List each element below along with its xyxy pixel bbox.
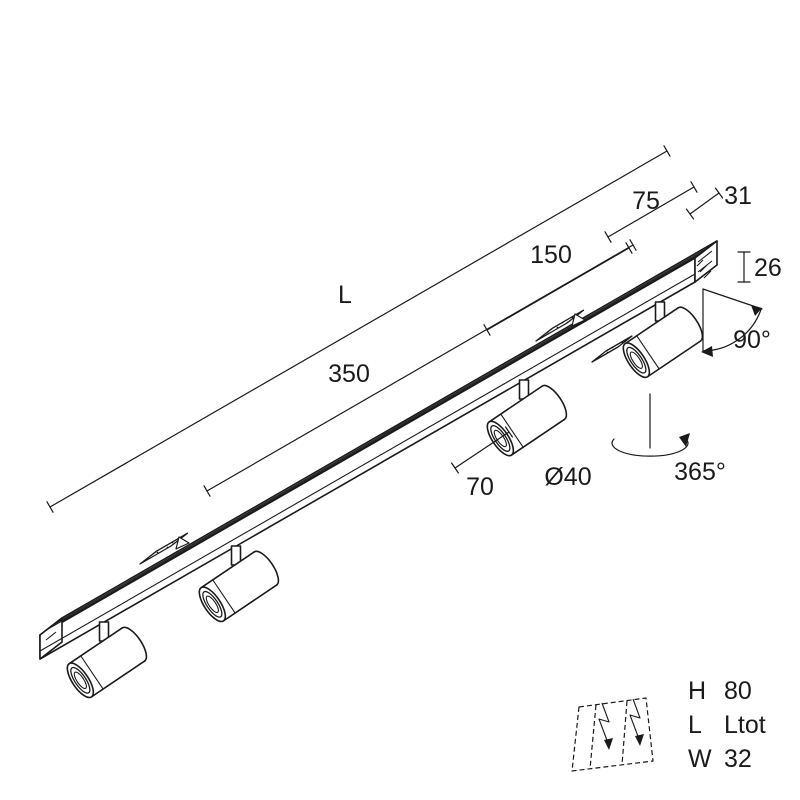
dimension-label-150: 150 (530, 241, 572, 269)
track-rail (39, 240, 718, 660)
dimensions: L 350 150 75 31 (46, 145, 782, 513)
dimension-label-26: 26 (754, 254, 782, 282)
spotlight (481, 379, 573, 461)
spotlights (61, 301, 709, 703)
dimension-label-L: L (338, 281, 352, 309)
driver-module (591, 335, 633, 363)
tilt-angle-indicator: 90° (701, 288, 771, 357)
dimension-150: 150 (483, 241, 633, 336)
legend-icon (571, 697, 654, 772)
legend: H 80 L Ltot W 32 (571, 677, 766, 773)
legend-profile-line (621, 700, 628, 766)
dimension-70: 70 (451, 426, 514, 501)
rotation-angle-indicator: 365° (611, 393, 726, 486)
connector-body (139, 532, 189, 565)
track-connector (535, 309, 586, 342)
dimension-label-70: 70 (466, 473, 494, 501)
connector-body (535, 309, 585, 342)
legend-zigzag-arrow-icon (629, 698, 641, 740)
legend-value-height: 80 (724, 677, 752, 705)
dimension-label-diameter: Ø40 (544, 463, 591, 491)
spotlight (61, 621, 153, 703)
dimension-diameter: Ø40 (544, 463, 591, 491)
legend-zigzag-arrowhead-icon (604, 738, 613, 750)
driver-module-body (591, 335, 633, 363)
dimension-label-31: 31 (724, 182, 752, 210)
dimension-31: 31 (685, 182, 752, 220)
dimension-26: 26 (737, 251, 782, 283)
legend-zigzag-arrow-icon (598, 702, 610, 744)
rail-end-profile-hatch (696, 250, 713, 279)
track-connectors (139, 309, 633, 565)
legend-value-width: 32 (724, 745, 752, 773)
rotation-angle-label: 365° (674, 458, 726, 486)
legend-profile-line (589, 704, 597, 770)
rail-left-end-detail (45, 631, 57, 641)
legend-key-length: L (688, 711, 702, 739)
spotlight (193, 545, 285, 627)
rotation-arrowhead-icon (679, 433, 690, 447)
tilt-arrowhead-icon (751, 305, 762, 316)
tilt-angle-label: 90° (733, 326, 771, 354)
rail-slot-line (47, 251, 703, 630)
dimension-total-length: L (46, 145, 671, 513)
rail-slot-line (53, 247, 709, 625)
connector-arrow-icon (571, 313, 586, 327)
legend-zigzag-arrowhead-icon (635, 734, 644, 746)
legend-row: L Ltot (688, 711, 766, 739)
track-connector (139, 532, 190, 565)
connector-arrow-icon (175, 536, 190, 550)
legend-profile-outline (571, 697, 654, 772)
spotlight (617, 301, 709, 383)
rail-groove-line (39, 273, 696, 652)
dimension-label-350: 350 (328, 360, 370, 388)
legend-key-height: H (688, 677, 706, 705)
legend-row: H 80 (688, 677, 752, 705)
dimension-75: 75 (604, 181, 698, 243)
legend-key-width: W (688, 745, 712, 773)
legend-row: W 32 (688, 745, 752, 773)
legend-value-length: Ltot (724, 711, 766, 739)
tilt-arrowhead-icon (701, 346, 713, 357)
dimension-label-75: 75 (632, 187, 660, 215)
